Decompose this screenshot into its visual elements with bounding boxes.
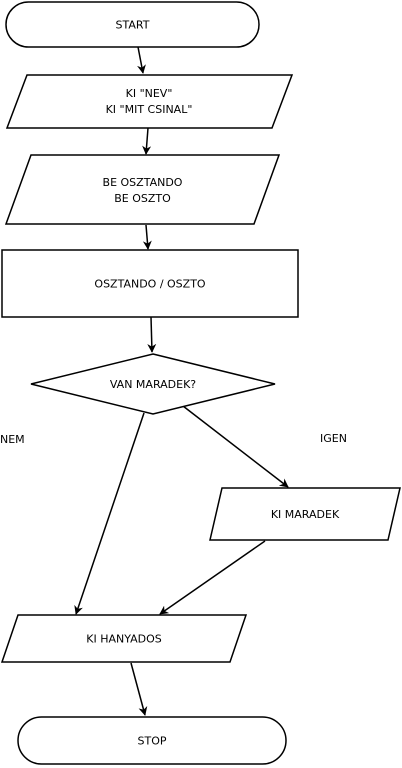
start-label: START — [116, 19, 150, 32]
output-quotient-label: KI HANYADOS — [86, 633, 161, 646]
input-values-line2: BE OSZTO — [114, 192, 171, 205]
edge-decision-no-to-quotient — [74, 412, 145, 615]
start-terminal: START — [5, 1, 260, 48]
edge-input-name-to-read — [142, 127, 152, 155]
stop-label: STOP — [138, 735, 167, 748]
output-quotient-parallelogram: KI HANYADOS — [0, 614, 248, 663]
branch-no-label: NEM — [0, 433, 25, 446]
output-remainder-parallelogram: KI MARADEK — [209, 487, 401, 541]
input-values-line1: BE OSZTANDO — [103, 176, 183, 189]
edge-start-to-input-name — [137, 46, 146, 74]
divide-process-box: OSZTANDO / OSZTO — [1, 249, 299, 318]
edges — [74, 46, 289, 716]
edge-read-to-divide — [142, 224, 152, 250]
input-values-parallelogram: BE OSZTANDO BE OSZTO — [4, 154, 281, 225]
output-name-line2: KI "MIT CSINAL" — [106, 103, 193, 116]
output-name-line1: KI "NEV" — [126, 87, 173, 100]
branch-yes-label: IGEN — [320, 432, 347, 445]
edge-remainder-to-quotient — [159, 540, 266, 615]
edge-quotient-to-stop — [130, 662, 148, 716]
edge-divide-to-decision — [147, 316, 157, 353]
output-remainder-label: KI MARADEK — [271, 508, 340, 521]
decision-label: VAN MARADEK? — [110, 378, 196, 391]
stop-terminal: STOP — [17, 716, 287, 765]
decision-diamond: VAN MARADEK? — [30, 353, 276, 415]
divide-label: OSZTANDO / OSZTO — [94, 278, 206, 291]
edge-decision-yes-to-remainder — [182, 405, 289, 488]
output-name-parallelogram: KI "NEV" KI "MIT CSINAL" — [5, 74, 294, 129]
